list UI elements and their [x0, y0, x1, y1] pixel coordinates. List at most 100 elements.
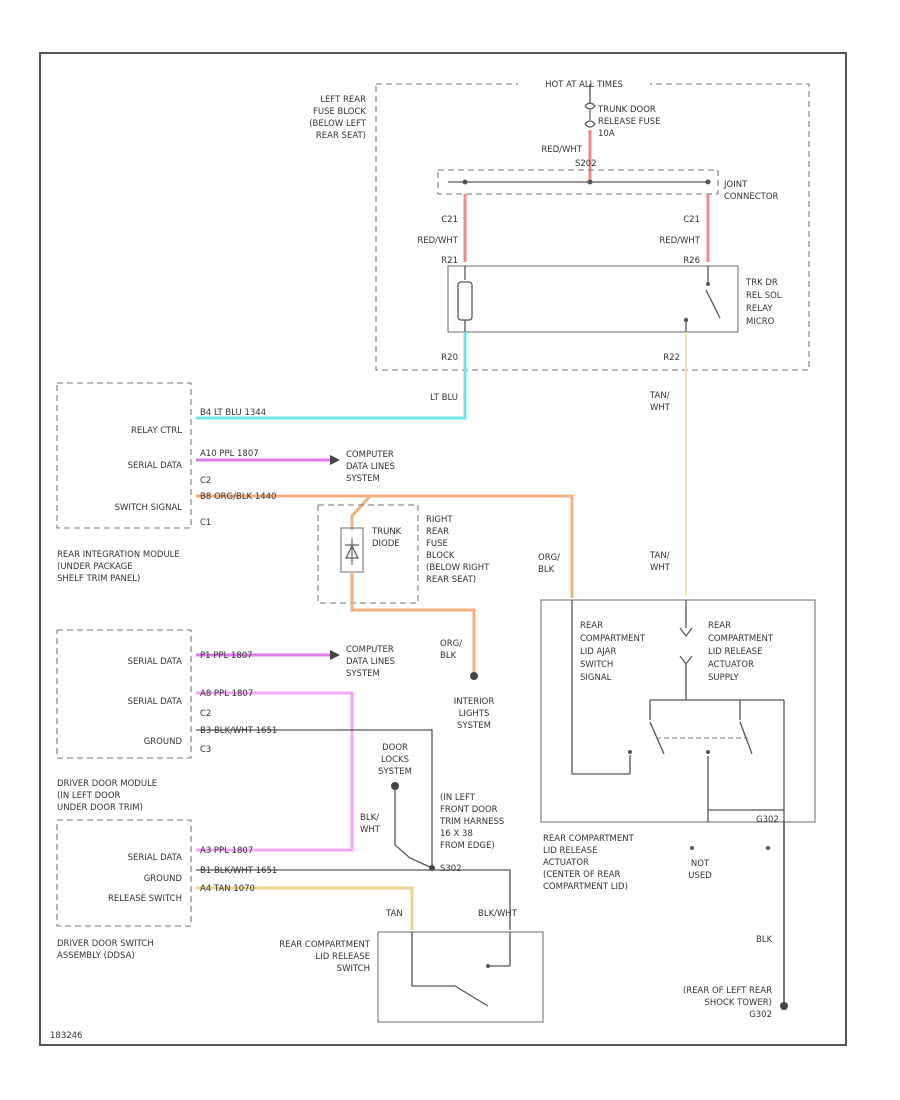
svg-text:SWITCH: SWITCH	[580, 660, 613, 670]
svg-text:DOOR: DOOR	[382, 743, 408, 753]
svg-text:REAR: REAR	[580, 621, 603, 631]
joint-connector-label: JOINT CONNECTOR	[723, 180, 779, 202]
svg-text:UNDER DOOR TRIM): UNDER DOOR TRIM)	[57, 803, 143, 813]
trunk-diode-label: TRUNK DIODE	[371, 527, 402, 549]
svg-text:LID RELEASE: LID RELEASE	[708, 647, 762, 657]
svg-text:COMPUTER: COMPUTER	[346, 450, 394, 460]
svg-text:G302: G302	[749, 1010, 772, 1020]
lid-release-actuator	[540, 599, 816, 823]
relay-coil	[457, 281, 473, 321]
svg-text:CONNECTOR: CONNECTOR	[724, 192, 779, 202]
c3-ddm-label: C3	[200, 745, 211, 755]
left-rear-fuse-block	[375, 83, 810, 371]
redwht-right-label: RED/WHT	[659, 236, 700, 246]
ddm-name: DRIVER DOOR MODULE (IN LEFT DOOR UNDER D…	[57, 779, 157, 813]
ddm-serial-wire-2	[196, 691, 354, 852]
svg-text:RELEASE FUSE: RELEASE FUSE	[598, 117, 661, 127]
interior-lights-label: INTERIOR LIGHTS SYSTEM	[454, 697, 495, 731]
relay-ctrl-wire-id: B4 LT BLU 1344	[200, 408, 266, 418]
hot-at-all-times-label: HOT AT ALL TIMES	[518, 78, 650, 90]
c2-ddm-label: C2	[200, 709, 211, 719]
svg-text:HOT AT ALL TIMES: HOT AT ALL TIMES	[545, 80, 623, 90]
computer-data-arrow-2	[330, 650, 340, 660]
svg-text:REAR: REAR	[426, 527, 449, 537]
relay-label: TRK DR REL SOL RELAY MICRO	[745, 278, 782, 327]
s302-label: S302	[440, 864, 462, 874]
lt-blu-wire	[196, 332, 467, 420]
svg-text:COMPARTMENT LID): COMPARTMENT LID)	[543, 882, 628, 892]
trunk-release-relay	[447, 265, 739, 333]
r20-label: R20	[441, 353, 458, 363]
svg-text:TAN/: TAN/	[649, 391, 670, 401]
svg-text:SHOCK TOWER): SHOCK TOWER)	[704, 998, 772, 1008]
not-used-terminal	[690, 846, 694, 850]
svg-text:REL SOL: REL SOL	[746, 291, 782, 301]
svg-text:FUSE BLOCK: FUSE BLOCK	[313, 107, 366, 117]
g302-label: (REAR OF LEFT REAR SHOCK TOWER) G302	[683, 986, 772, 1020]
computer-data-lines-1: COMPUTER DATA LINES SYSTEM	[346, 450, 395, 484]
rim-name: REAR INTEGRATION MODULE (UNDER PACKAGE S…	[57, 550, 180, 584]
svg-text:REAR SEAT): REAR SEAT)	[426, 575, 476, 585]
dds-ground-label: GROUND	[144, 874, 183, 884]
dds-name: DRIVER DOOR SWITCH ASSEMBLY (DDSA)	[57, 939, 154, 961]
right-rear-fuse-block	[317, 504, 419, 604]
switch-signal-wire	[196, 494, 574, 598]
not-used-label: NOT USED	[688, 859, 712, 881]
right-rear-fuse-label: RIGHT REAR FUSE BLOCK (BELOW RIGHT REAR …	[426, 515, 490, 585]
svg-text:SHELF TRIM PANEL): SHELF TRIM PANEL)	[57, 574, 140, 584]
blkwht-sw-label: BLK/WHT	[478, 909, 518, 919]
lid-release-switch-label: REAR COMPARTMENT LID RELEASE SWITCH	[279, 940, 371, 974]
svg-text:RELAY: RELAY	[746, 304, 773, 314]
svg-text:(IN LEFT DOOR: (IN LEFT DOOR	[57, 791, 121, 801]
svg-text:TRUNK DOOR: TRUNK DOOR	[597, 105, 656, 115]
svg-text:DRIVER DOOR MODULE: DRIVER DOOR MODULE	[57, 779, 157, 789]
tan-sw-label: TAN	[385, 909, 403, 919]
svg-text:JOINT: JOINT	[723, 180, 748, 190]
dds-ground-wire	[196, 869, 511, 930]
svg-text:REAR INTEGRATION MODULE: REAR INTEGRATION MODULE	[57, 550, 180, 560]
svg-text:ACTUATOR: ACTUATOR	[543, 858, 589, 868]
svg-text:ORG/: ORG/	[538, 553, 560, 563]
svg-text:DIODE: DIODE	[372, 539, 400, 549]
door-locks-label: DOOR LOCKS SYSTEM	[378, 743, 412, 777]
left-rear-fuse-block-label: LEFT REAR FUSE BLOCK (BELOW LEFT REAR SE…	[309, 95, 367, 141]
svg-text:BLK: BLK	[538, 565, 555, 575]
svg-text:(UNDER PACKAGE: (UNDER PACKAGE	[57, 562, 133, 572]
svg-text:FRONT DOOR: FRONT DOOR	[440, 805, 498, 815]
interior-lights-terminal	[470, 672, 478, 680]
svg-text:WHT: WHT	[650, 403, 671, 413]
tan-wht-label-1: TAN/ WHT	[649, 391, 671, 413]
actuator-coil	[679, 655, 693, 665]
ddm-ground-wire-id: B3 BLK/WHT 1651	[200, 726, 277, 736]
svg-text:SWITCH: SWITCH	[337, 964, 370, 974]
lt-blu-label: LT BLU	[430, 393, 458, 403]
svg-text:WHT: WHT	[650, 563, 671, 573]
s202-label: S202	[575, 159, 597, 169]
svg-text:REAR COMPARTMENT: REAR COMPARTMENT	[279, 940, 371, 950]
ddm-ground-label: GROUND	[144, 737, 183, 747]
trunk-door-fuse	[584, 102, 596, 128]
rim-serial-data-label: SERIAL DATA	[128, 461, 183, 471]
diagram-frame	[39, 52, 847, 1046]
switch-signal-wire-id: B8 ORG/BLK 1440	[200, 492, 276, 502]
release-switch-wire	[196, 886, 414, 930]
trunk-fuse-label: TRUNK DOOR RELEASE FUSE 10A	[597, 105, 661, 139]
svg-text:INTERIOR: INTERIOR	[454, 697, 495, 707]
svg-text:(BELOW RIGHT: (BELOW RIGHT	[426, 563, 490, 573]
svg-text:COMPARTMENT: COMPARTMENT	[708, 634, 774, 644]
driver-door-module	[56, 629, 192, 759]
org-blk-label-2: ORG/ BLK	[538, 553, 560, 575]
c1-rim-label: C1	[200, 518, 211, 528]
svg-text:LEFT REAR: LEFT REAR	[320, 95, 366, 105]
release-switch-wire-id: A4 TAN 1070	[200, 884, 255, 894]
blk-wht-label: BLK/ WHT	[360, 813, 381, 835]
svg-text:(CENTER OF REAR: (CENTER OF REAR	[543, 870, 621, 880]
ddm-serial-2-label: SERIAL DATA	[128, 697, 183, 707]
svg-text:COMPUTER: COMPUTER	[346, 645, 394, 655]
tan-wht-label-2: TAN/ WHT	[649, 551, 671, 573]
c21-left-label: C21	[441, 215, 458, 225]
svg-text:TAN/: TAN/	[649, 551, 670, 561]
lid-release-switch	[377, 931, 544, 1023]
dds-serial-wire-id: A3 PPL 1807	[200, 846, 253, 856]
